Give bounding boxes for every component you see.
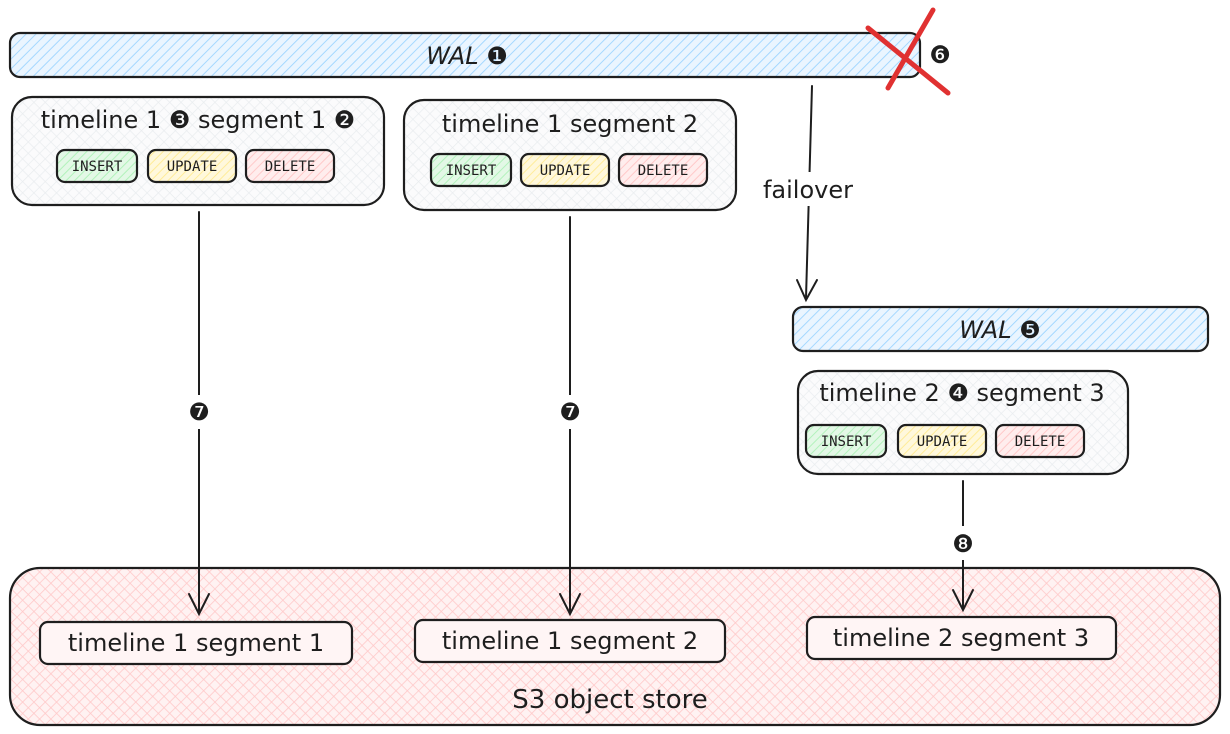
upload-arrowhead-3 (952, 589, 974, 613)
stored-object-3: timeline 2 segment 3 (805, 615, 1118, 661)
op-delete: DELETE (1015, 434, 1066, 450)
segment-box-1: timeline 1 ❸ segment 1 ❷ INSERT UPDATE D… (10, 95, 386, 207)
op-insert: INSERT (446, 163, 497, 179)
crash-cross-icon (865, 7, 951, 96)
segment-box-3: timeline 2 ❹ segment 3 INSERT UPDATE DEL… (796, 369, 1130, 476)
failover-arrowhead (796, 279, 818, 303)
failover-label: failover (763, 176, 853, 204)
wal-failover: WAL ❺ (791, 305, 1210, 353)
crash-marker: ❻ (929, 41, 951, 69)
upload-marker-3: ❽ (952, 530, 974, 558)
stored-object-label-1: timeline 1 segment 1 (68, 629, 324, 657)
stored-object-label-3: timeline 2 segment 3 (833, 624, 1089, 652)
segment-title-2: timeline 1 segment 2 (442, 110, 698, 138)
segment-box-2: timeline 1 segment 2 INSERT UPDATE DELET… (402, 98, 738, 212)
upload-arrowhead-2 (559, 593, 581, 617)
op-delete: DELETE (638, 163, 689, 179)
op-delete: DELETE (265, 159, 316, 175)
stored-object-label-2: timeline 1 segment 2 (442, 627, 698, 655)
wal-primary-label: WAL ❶ (426, 42, 507, 70)
op-update: UPDATE (917, 434, 968, 450)
stored-object-1: timeline 1 segment 1 (38, 620, 354, 666)
op-insert: INSERT (821, 434, 872, 450)
upload-marker-2: ❼ (559, 398, 581, 426)
op-insert: INSERT (72, 159, 123, 175)
wal-failover-label: WAL ❺ (959, 316, 1040, 344)
segment-title-1: timeline 1 ❸ segment 1 ❷ (41, 106, 356, 134)
op-update: UPDATE (540, 163, 591, 179)
upload-arrowhead-1 (188, 593, 210, 617)
segment-title-3: timeline 2 ❹ segment 3 (819, 379, 1104, 407)
stored-object-2: timeline 1 segment 2 (413, 618, 727, 664)
upload-marker-1: ❼ (188, 398, 210, 426)
op-update: UPDATE (167, 159, 218, 175)
wal-primary: WAL ❶ (8, 31, 922, 79)
object-store-label: S3 object store (512, 685, 707, 715)
